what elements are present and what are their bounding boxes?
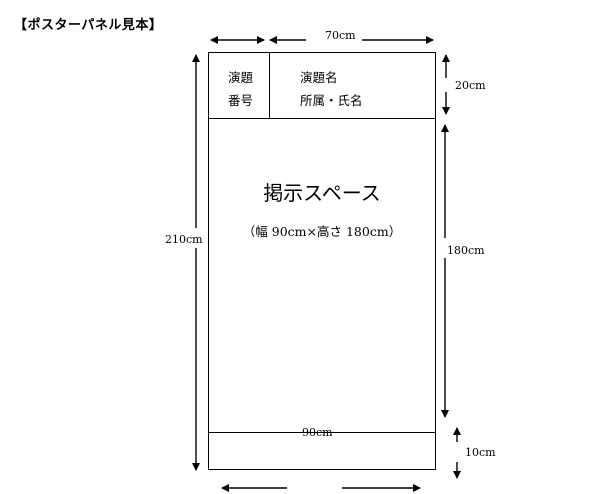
dim-header-height: 20cm: [455, 79, 486, 92]
diagram-title: 【ポスターパネル見本】: [14, 18, 163, 33]
abstract-title-label: 演題名: [300, 70, 338, 85]
display-space-size: （幅 90cm×高さ 180cm）: [242, 224, 402, 239]
dim-total-height: 210cm: [165, 233, 203, 246]
display-space-label: 掲示スペース: [263, 181, 381, 205]
dim-footer-height: 10cm: [465, 446, 496, 459]
abstract-number-label-2: 番号: [228, 93, 254, 108]
panel-header: 演題 番号 演題名 所属・氏名: [209, 53, 435, 119]
affiliation-name-label: 所属・氏名: [300, 93, 363, 108]
dim-top-width: 70cm: [325, 29, 356, 42]
poster-panel: 演題 番号 演題名 所属・氏名 掲示スペース （幅 90cm×高さ 180cm）: [208, 52, 436, 470]
dim-bottom-width: 90cm: [302, 426, 333, 439]
dim-space-height: 180cm: [447, 244, 485, 257]
abstract-number-box: 演題 番号: [209, 53, 270, 118]
abstract-number-label-1: 演題: [228, 70, 254, 85]
panel-footer: [209, 432, 435, 469]
